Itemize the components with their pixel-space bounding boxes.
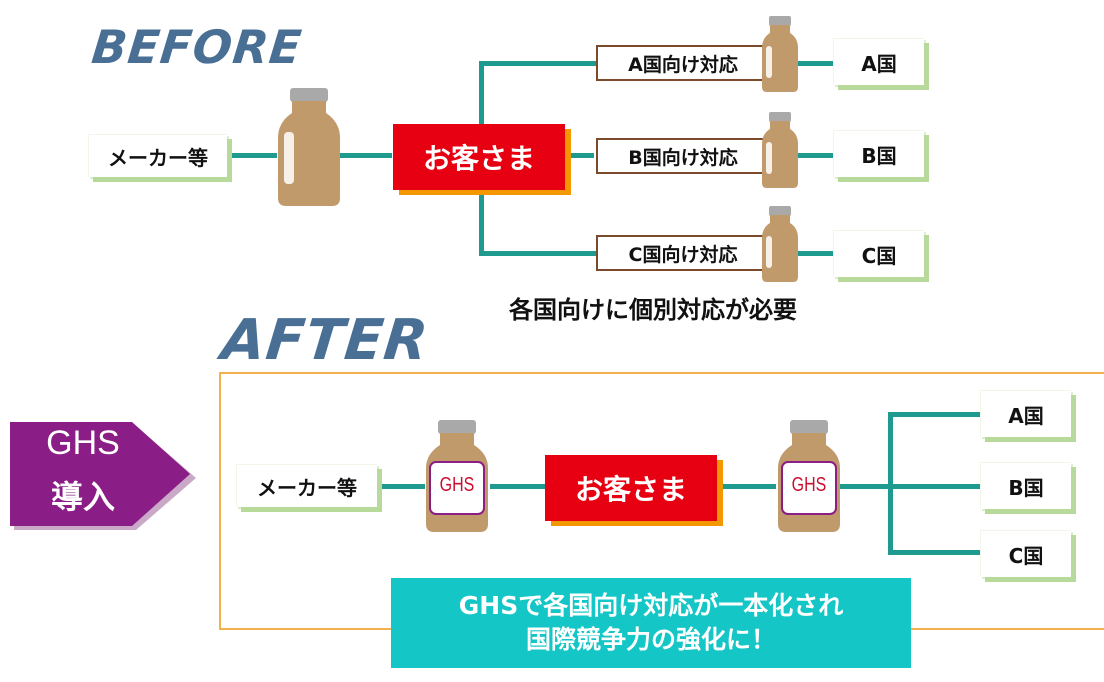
after-maker-box: メーカー等 — [236, 464, 377, 507]
maker-label: メーカー等 — [108, 145, 208, 170]
country-box-b: B国 — [833, 130, 924, 177]
ghs-introduction-arrow: GHS 導入 — [10, 420, 198, 532]
result-box: GHSで各国向け対応が一本化され 国際競争力の強化に！ — [391, 578, 911, 668]
after-country-box-b: B国 — [980, 462, 1071, 509]
after-connector-to-c — [888, 550, 980, 555]
connector-branch-c — [479, 251, 596, 256]
bottle-icon — [761, 206, 799, 282]
after-connector-bottle-to-customer — [490, 484, 546, 489]
connector-to-country-a — [795, 61, 833, 66]
after-customer-label: お客さま — [574, 473, 687, 506]
ghs-arrow-label-line1: GHS — [46, 424, 120, 462]
connector-branch-a — [479, 61, 596, 66]
result-line1: GHSで各国向け対応が一本化され — [458, 591, 844, 620]
after-maker-label: メーカー等 — [257, 475, 357, 500]
country-box-c: C国 — [833, 230, 924, 277]
ghs-labeled-bottle-icon: GHS — [424, 420, 490, 532]
ghs-labeled-bottle-icon: GHS — [776, 420, 842, 532]
before-note: 各国向けに個別対応が必要 — [509, 296, 797, 324]
after-connector-customer-to-bottle — [720, 484, 776, 489]
after-country-box-a: A国 — [980, 390, 1071, 437]
bottle-icon — [276, 88, 342, 206]
after-connector-to-a — [888, 412, 980, 417]
after-heading: AFTER — [218, 308, 432, 373]
after-trunk-vertical — [888, 412, 893, 554]
bottle-icon — [761, 16, 799, 92]
connector-to-country-b — [795, 153, 833, 158]
bottle-icon — [761, 112, 799, 188]
connector-maker-to-bottle — [232, 153, 277, 158]
country-box-a: A国 — [833, 38, 924, 85]
response-label-c: C国向け対応 — [596, 235, 770, 271]
after-connector-to-b — [892, 484, 980, 489]
connector-to-country-c — [795, 251, 833, 256]
before-heading: BEFORE — [89, 20, 305, 74]
after-country-box-c: C国 — [980, 530, 1071, 577]
after-connector-maker-to-bottle — [380, 484, 425, 489]
result-line2: 国際競争力の強化に！ — [525, 625, 776, 654]
ghs-bottle-label: GHS — [791, 474, 827, 496]
after-customer-box: お客さま — [545, 455, 717, 521]
customer-label: お客さま — [422, 142, 535, 175]
response-label-b: B国向け対応 — [596, 138, 770, 174]
response-label-a: A国向け対応 — [596, 45, 770, 81]
maker-box: メーカー等 — [88, 134, 227, 177]
ghs-bottle-label: GHS — [439, 474, 475, 496]
after-connector-bottle-to-trunk — [840, 484, 892, 489]
customer-box: お客さま — [393, 124, 565, 190]
ghs-arrow-label-line2: 導入 — [50, 478, 115, 516]
connector-bottle-to-customer — [340, 153, 392, 158]
right-arrow-shape — [10, 422, 196, 530]
connector-customer-to-branch — [566, 153, 594, 158]
